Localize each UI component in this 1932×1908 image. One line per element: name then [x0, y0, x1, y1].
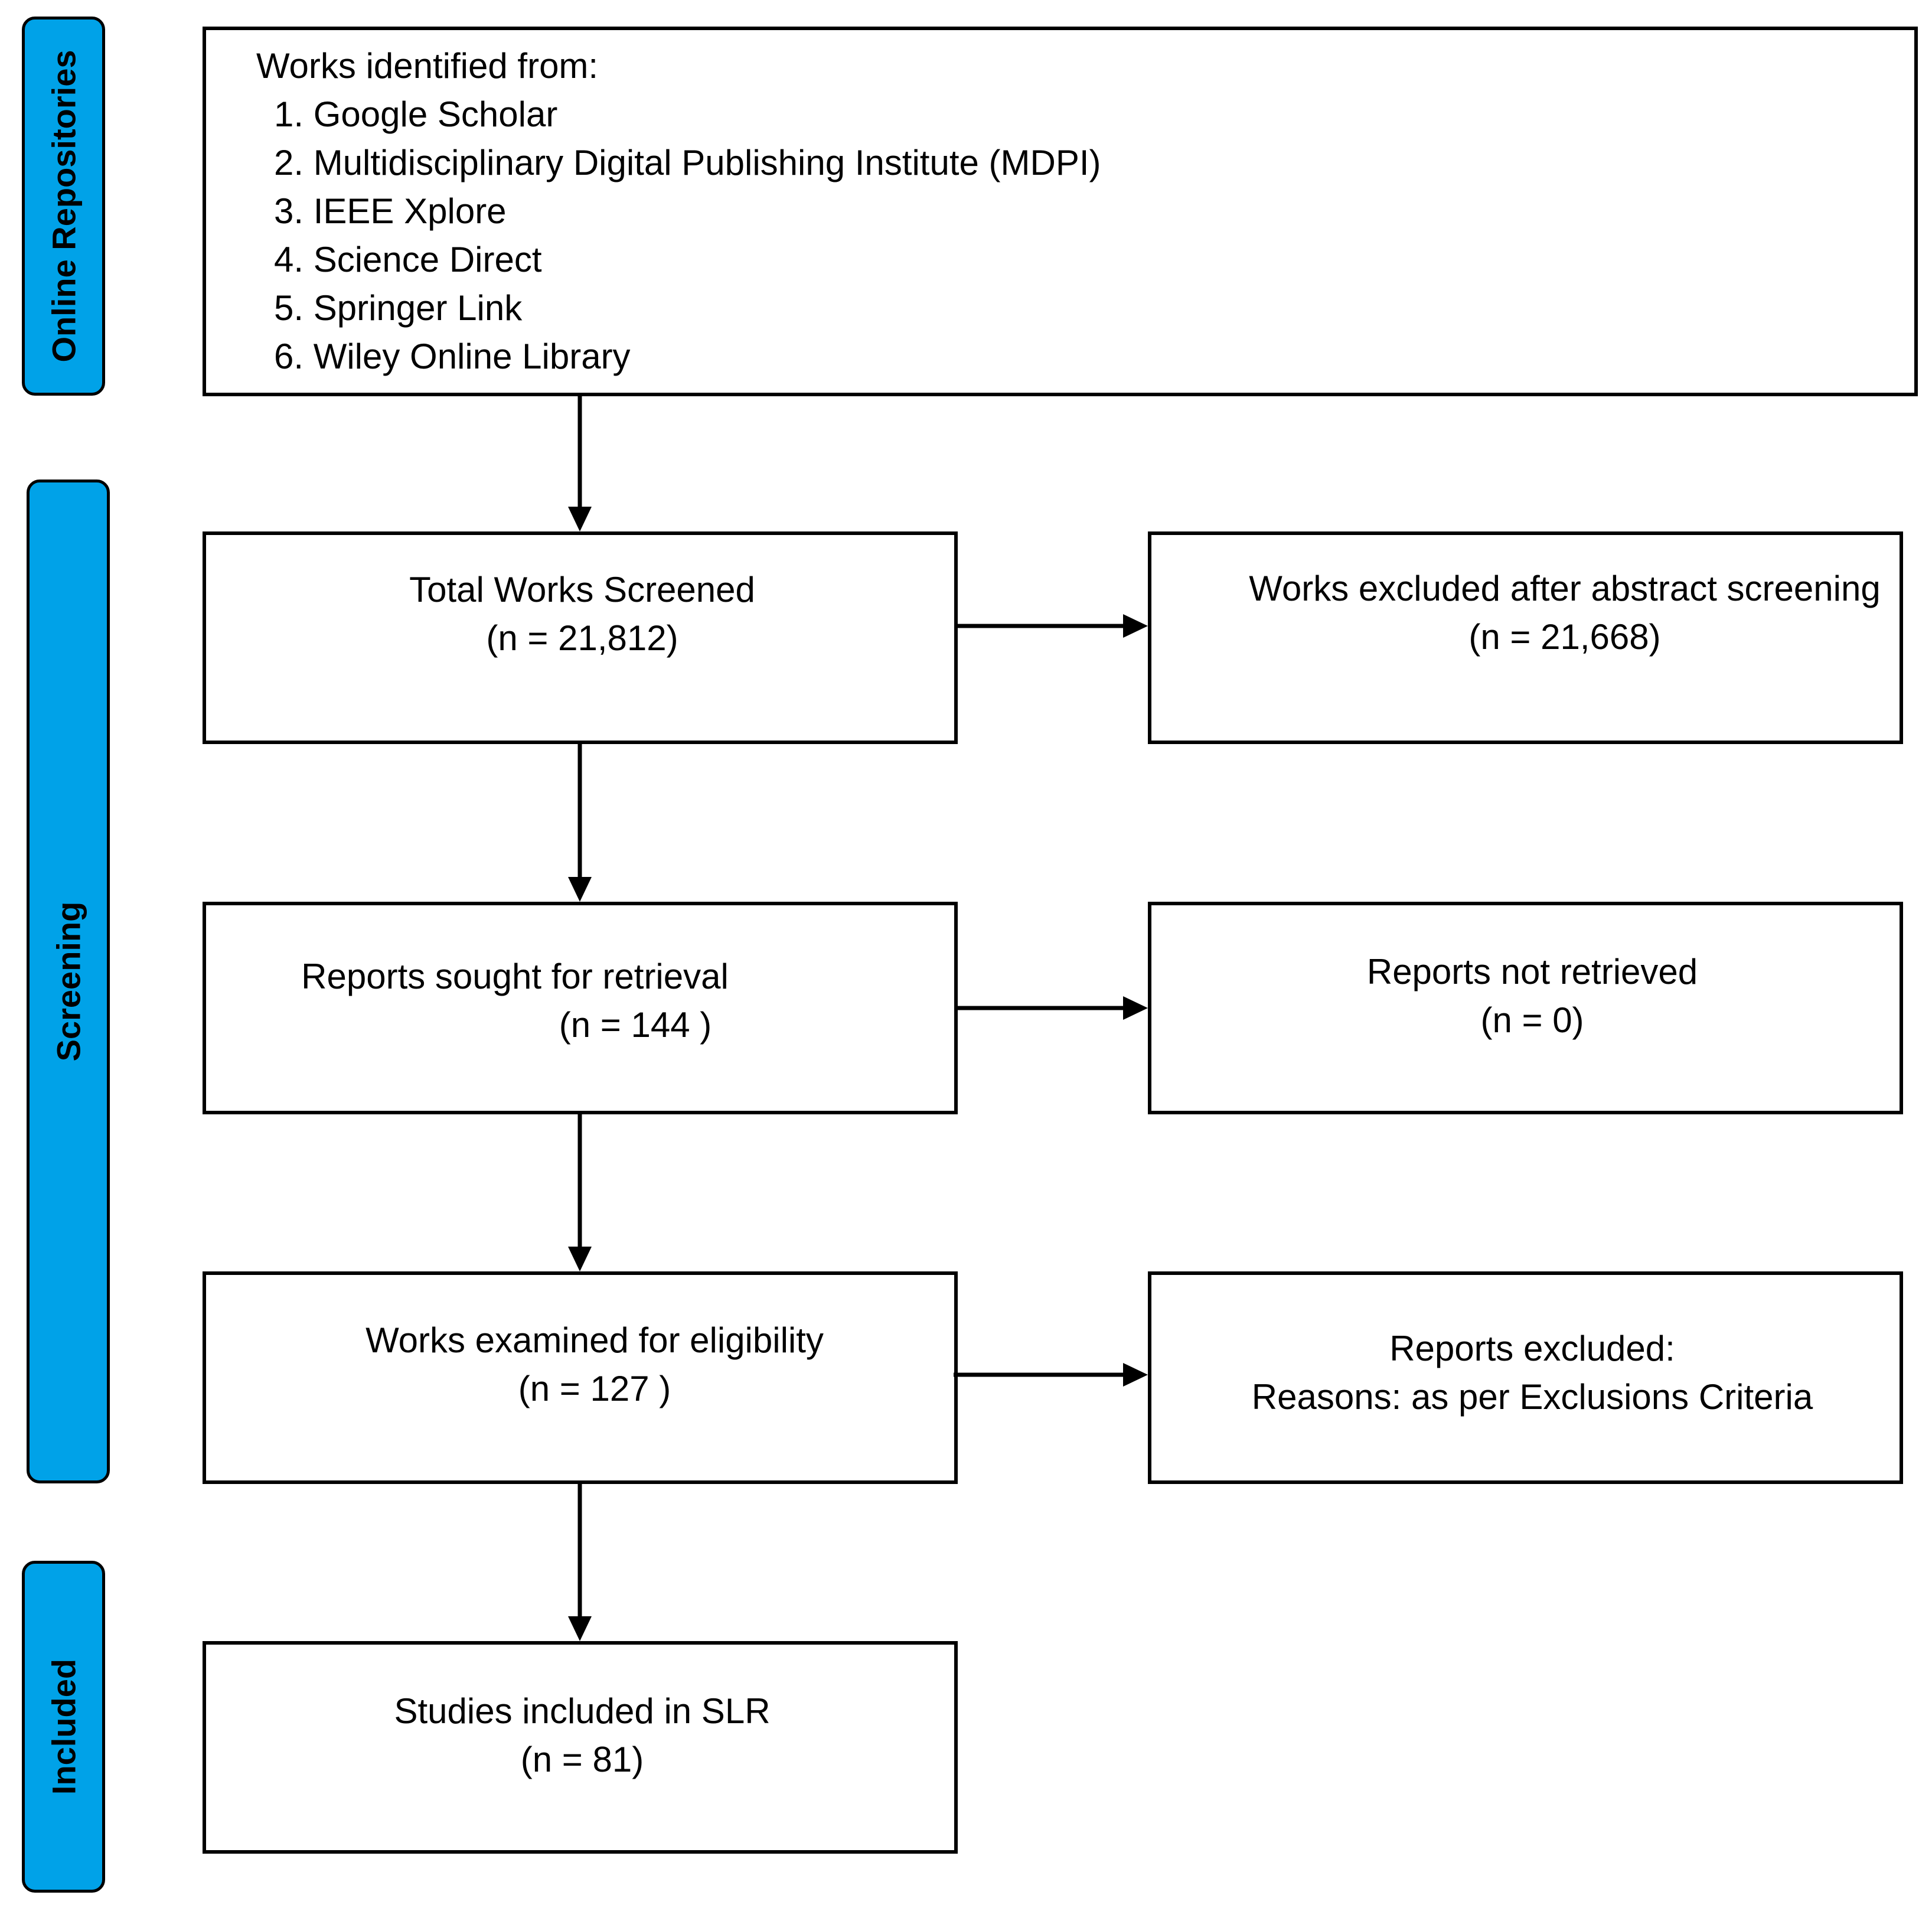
reports-excluded-label: Reports excluded:	[1389, 1329, 1675, 1368]
phase-included: Included	[22, 1561, 105, 1893]
sought-count: (n = 144 )	[559, 1005, 712, 1045]
screened-count: (n = 21,812)	[486, 618, 678, 658]
arrow-down-3-head	[568, 1247, 592, 1271]
eligibility-box: Works examined for eligibility (n = 127 …	[203, 1271, 958, 1484]
eligibility-label: Works examined for eligibility	[365, 1320, 824, 1360]
not-retrieved-count: (n = 0)	[1480, 1000, 1584, 1040]
source-item: 3. IEEE Xplore	[274, 191, 507, 231]
excluded-abstract-label: Works excluded after abstract screening	[1249, 569, 1881, 608]
source-item: 5. Springer Link	[274, 288, 523, 328]
included-box: Studies included in SLR (n = 81)	[203, 1641, 958, 1854]
sought-box: Reports sought for retrieval (n = 144 )	[203, 902, 958, 1114]
arrow-right-2-head	[1123, 996, 1148, 1020]
source-item: 4. Science Direct	[274, 240, 542, 279]
included-count: (n = 81)	[520, 1740, 644, 1779]
reports-excluded-reason: Reasons: as per Exclusions Criteria	[1251, 1377, 1813, 1417]
source-item: 2. Multidisciplinary Digital Publishing …	[274, 143, 1101, 182]
screened-label: Total Works Screened	[409, 570, 755, 609]
sought-label: Reports sought for retrieval	[301, 957, 729, 996]
identification-heading: Works identified from:	[256, 46, 599, 86]
reports-excluded-box: Reports excluded: Reasons: as per Exclus…	[1148, 1271, 1903, 1484]
eligibility-count: (n = 127 )	[518, 1369, 671, 1408]
source-item: 6. Wiley Online Library	[274, 337, 631, 376]
arrow-down-4-head	[568, 1616, 592, 1641]
not-retrieved-label: Reports not retrieved	[1366, 952, 1698, 991]
identification-box: Works identified from: 1. Google Scholar…	[203, 27, 1918, 396]
sources-list: Works identified from: 1. Google Scholar…	[256, 42, 1101, 381]
arrow-down-2-head	[568, 877, 592, 902]
included-label: Studies included in SLR	[394, 1691, 771, 1731]
excluded-abstract-box: Works excluded after abstract screening …	[1148, 531, 1903, 744]
not-retrieved-box: Reports not retrieved (n = 0)	[1148, 902, 1903, 1114]
arrow-right-1-head	[1123, 614, 1148, 638]
excluded-abstract-count: (n = 21,668)	[1468, 617, 1661, 657]
arrow-right-3-head	[1123, 1363, 1148, 1387]
screened-box: Total Works Screened (n = 21,812)	[203, 531, 958, 744]
phase-screening: Screening	[27, 480, 110, 1483]
source-item: 1. Google Scholar	[274, 94, 558, 134]
phase-online-repositories: Online Repositories	[22, 17, 105, 396]
arrow-down-1-head	[568, 507, 592, 531]
